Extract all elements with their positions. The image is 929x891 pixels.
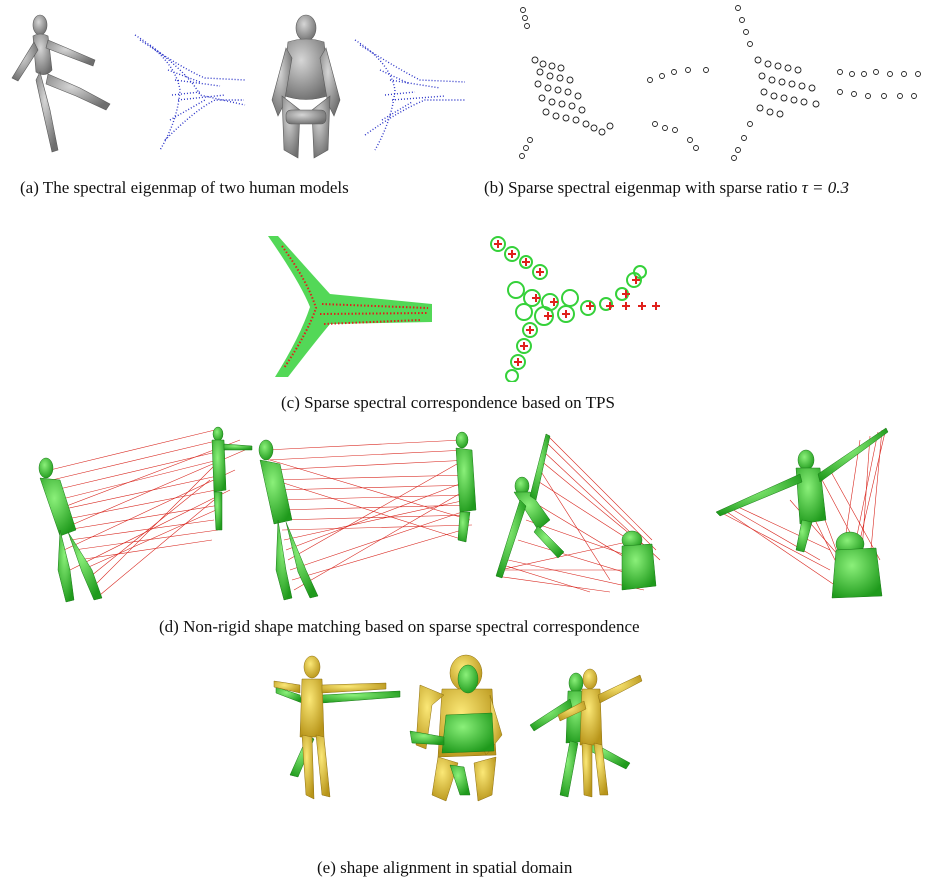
match-pair-1: [39, 427, 252, 602]
panel-e: [260, 645, 680, 815]
human-model-1: [12, 15, 110, 152]
tps-dense-overlay: [268, 236, 432, 377]
sparse-eigenmap-2: [732, 6, 921, 161]
match-pair-2: [259, 432, 476, 600]
tps-sparse-overlay: [491, 237, 660, 382]
caption-c: (c) Sparse spectral correspondence based…: [281, 393, 615, 413]
panel-c: [260, 232, 670, 382]
panel-d: [30, 420, 910, 610]
caption-b: (b) Sparse spectral eigenmap with sparse…: [484, 178, 849, 198]
caption-b-text: (b) Sparse spectral eigenmap with sparse…: [484, 178, 797, 197]
human-model-2: [272, 15, 340, 158]
sparse-eigenmap-1: [520, 8, 709, 159]
alignment-model-2: [410, 655, 502, 801]
panel-a: [0, 0, 475, 170]
caption-e: (e) shape alignment in spatial domain: [317, 858, 572, 878]
alignment-model-1: [274, 656, 400, 799]
caption-a: (a) The spectral eigenmap of two human m…: [20, 178, 349, 198]
alignment-model-3: [530, 669, 642, 797]
match-pair-3: [496, 434, 660, 592]
match-pair-4: [716, 428, 888, 598]
eigenmap-blue-2: [355, 40, 465, 150]
panel-b: [500, 0, 929, 170]
caption-d: (d) Non-rigid shape matching based on sp…: [159, 617, 640, 637]
caption-b-tau: τ = 0.3: [802, 178, 849, 197]
eigenmap-blue-1: [135, 35, 245, 150]
